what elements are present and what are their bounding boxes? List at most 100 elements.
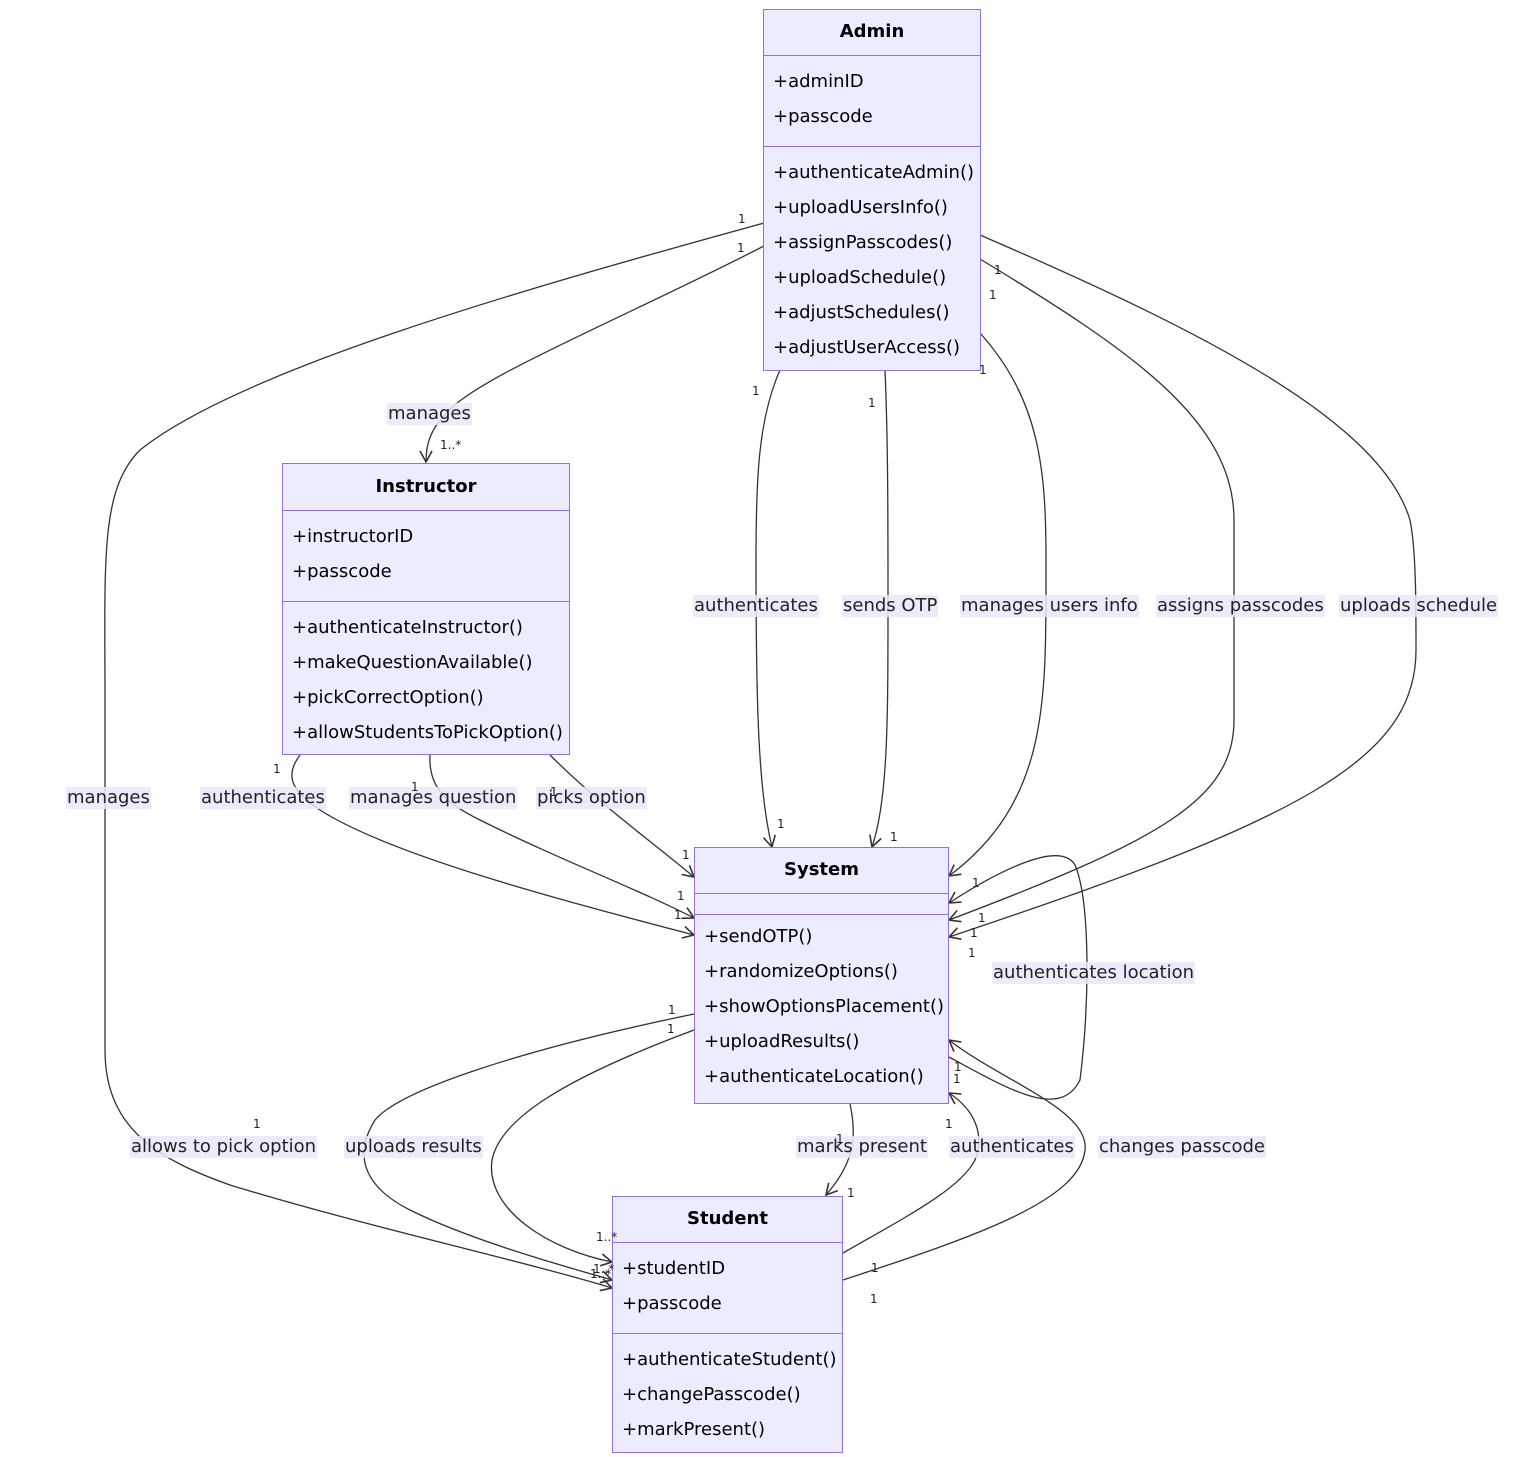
class-admin-name: Admin — [764, 10, 980, 56]
attribute-instructor-id: +instructorID — [292, 526, 414, 547]
class-admin-methods: +authenticateAdmin() +uploadUsersInfo() … — [764, 147, 980, 371]
attribute-student-id: +studentID — [622, 1258, 726, 1279]
method-authenticate-instructor: +authenticateInstructor() — [292, 617, 523, 638]
class-student-methods: +authenticateStudent() +changePasscode()… — [613, 1334, 842, 1453]
edge-label-system-authenticates-location: authenticates location — [992, 962, 1196, 984]
edge-instructor-authenticates — [291, 754, 696, 939]
edge-label-admin-manages-users-info: manages users info — [960, 595, 1139, 617]
edge-label-system-uploads-results: uploads results — [344, 1136, 483, 1158]
mult-student-passcode-to: 1 — [953, 1072, 961, 1086]
class-system-methods: +sendOTP() +randomizeOptions() +showOpti… — [695, 915, 948, 1100]
mult-system-results-from: 1 — [668, 1003, 676, 1017]
mult-instructor-question-to: 1 — [674, 908, 682, 922]
mult-system-results-2-from: 1 — [667, 1022, 675, 1036]
method-allow-students-to-pick-option: +allowStudentsToPickOption() — [292, 722, 563, 743]
mult-admin-sends-otp-from: 1 — [868, 396, 876, 410]
edge-admin-authenticates-system — [755, 369, 781, 849]
mult-instructor-allows-from: 1 — [253, 1117, 261, 1131]
method-upload-results: +uploadResults() — [704, 1031, 860, 1052]
mult-admin-manages-student-to: 1..* — [593, 1262, 615, 1276]
mult-instructor-question-from: 1 — [411, 780, 419, 794]
class-instructor[interactable]: Instructor +instructorID +passcode +auth… — [282, 463, 570, 755]
edge-label-admin-assigns-passcodes: assigns passcodes — [1156, 595, 1325, 617]
edge-label-admin-sends-otp: sends OTP — [842, 595, 939, 617]
mult-admin-passcodes-to: 1 — [978, 911, 986, 925]
method-show-options-placement: +showOptionsPlacement() — [704, 996, 945, 1017]
mult-admin-authenticates-to: 1 — [777, 817, 785, 831]
method-randomize-options: +randomizeOptions() — [704, 961, 898, 982]
edge-label-instructor-picks-option: picks option — [536, 787, 647, 809]
edge-system-student-results-2 — [490, 1029, 695, 1267]
edge-label-instructor-authenticates: authenticates — [200, 787, 326, 809]
mult-instructor-allows-to: 1..* — [590, 1267, 612, 1281]
method-upload-schedule: +uploadSchedule() — [773, 267, 947, 288]
edge-label-system-marks-present: marks present — [796, 1136, 928, 1158]
edge-label-student-authenticates: authenticates — [949, 1136, 1075, 1158]
class-instructor-methods: +authenticateInstructor() +makeQuestionA… — [283, 602, 569, 756]
mult-system-present-to: 1 — [847, 1186, 855, 1200]
class-admin-attributes: +adminID +passcode — [764, 56, 980, 147]
attribute-student-passcode: +passcode — [622, 1293, 722, 1314]
method-authenticate-student: +authenticateStudent() — [622, 1349, 837, 1370]
method-authenticate-location: +authenticateLocation() — [704, 1066, 924, 1087]
mult-instructor-picks-to: 1 — [682, 848, 690, 862]
class-system-name: System — [695, 848, 948, 894]
edge-label-student-changes-passcode: changes passcode — [1098, 1136, 1266, 1158]
mult-admin-users-info-to: 1 — [972, 876, 980, 890]
edge-admin-assigns-passcodes — [947, 258, 1235, 923]
edge-instructor-manages-question — [429, 754, 696, 920]
edge-admin-manages-instructor — [419, 245, 765, 464]
method-mark-present: +markPresent() — [622, 1419, 766, 1440]
mult-instructor-auth-from: 1 — [273, 762, 281, 776]
mult-instructor-picks-from: 1 — [550, 785, 558, 799]
method-assign-passcodes: +assignPasscodes() — [773, 232, 953, 253]
edge-admin-manages-student — [104, 222, 765, 1292]
mult-admin-passcodes-from: 1 — [989, 288, 997, 302]
mult-admin-sends-otp-to: 1 — [890, 830, 898, 844]
mult-admin-manages-instructor-to: 1..* — [440, 438, 462, 452]
edge-label-admin-manages-instructor: manages — [387, 403, 472, 425]
class-admin[interactable]: Admin +adminID +passcode +authenticateAd… — [763, 9, 981, 371]
mult-admin-manages-instructor-from: 1 — [737, 241, 745, 255]
edge-student-authenticates — [842, 1092, 980, 1254]
edge-student-changes-passcode — [842, 1038, 1086, 1281]
method-adjust-schedules: +adjustSchedules() — [773, 302, 950, 323]
edge-admin-manages-users-info — [947, 332, 1047, 878]
mult-student-auth-to: 1 — [945, 1117, 953, 1131]
class-instructor-name: Instructor — [283, 464, 569, 511]
edge-admin-uploads-schedule — [947, 234, 1417, 941]
method-send-otp: +sendOTP() — [704, 926, 813, 947]
edge-label-admin-authenticates-system: authenticates — [693, 595, 819, 617]
mult-admin-schedule-to: 1 — [970, 926, 978, 940]
class-student-attributes: +studentID +passcode — [613, 1243, 842, 1334]
attribute-instructor-passcode: +passcode — [292, 561, 392, 582]
mult-system-results-to: 1..* — [596, 1230, 618, 1244]
edge-label-instructor-manages-question: manages question — [349, 787, 518, 809]
method-change-passcode: +changePasscode() — [622, 1384, 801, 1405]
edge-instructor-picks-option — [549, 754, 696, 879]
method-adjust-user-access: +adjustUserAccess() — [773, 337, 961, 358]
mult-admin-users-info-from: 1 — [979, 363, 987, 377]
mult-system-location-to: 1 — [954, 1060, 962, 1074]
mult-system-present-from: 1 — [836, 1132, 844, 1146]
class-student[interactable]: Student +studentID +passcode +authentica… — [612, 1196, 843, 1453]
mult-admin-schedule-from: 1 — [994, 263, 1002, 277]
method-upload-users-info: +uploadUsersInfo() — [773, 197, 948, 218]
attribute-admin-passcode: +passcode — [773, 106, 873, 127]
edge-label-instructor-allows-pick: allows to pick option — [130, 1136, 318, 1158]
class-system[interactable]: System +sendOTP() +randomizeOptions() +s… — [694, 847, 949, 1104]
mult-instructor-auth-to: 1 — [677, 889, 685, 903]
class-student-name: Student — [613, 1197, 842, 1243]
mult-system-location-from: 1 — [968, 946, 976, 960]
method-pick-correct-option: +pickCorrectOption() — [292, 687, 484, 708]
method-authenticate-admin: +authenticateAdmin() — [773, 162, 974, 183]
edge-label-admin-uploads-schedule: uploads schedule — [1339, 595, 1499, 617]
class-instructor-attributes: +instructorID +passcode — [283, 511, 569, 602]
method-make-question-available: +makeQuestionAvailable() — [292, 652, 533, 673]
mult-student-passcode-from: 1 — [870, 1292, 878, 1306]
mult-admin-authenticates-from: 1 — [752, 384, 760, 398]
edge-label-admin-manages-student: manages — [66, 787, 151, 809]
attribute-admin-id: +adminID — [773, 71, 864, 92]
mult-admin-manages-student-from: 1 — [738, 212, 746, 226]
